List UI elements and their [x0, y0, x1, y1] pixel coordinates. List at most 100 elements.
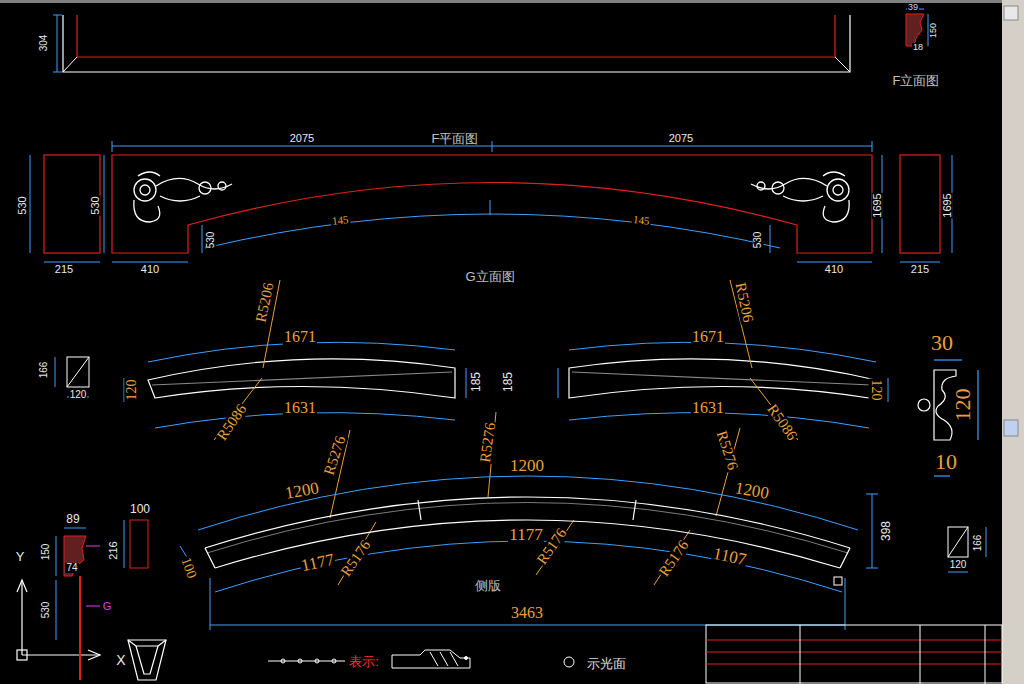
upper-arc-dimensions-part [888, 378, 889, 402]
dimension-text: 530 [41, 601, 51, 620]
dimension-text: 74 [65, 563, 78, 573]
g-elevation-dimensions-part [490, 200, 491, 215]
dimension-text: 10 [934, 451, 958, 473]
side-board-dimensions-part [866, 494, 878, 495]
window-frame-part [1004, 6, 1018, 20]
side-board-band-part [207, 503, 848, 554]
f-elevation-outline-part [835, 57, 850, 72]
carved-ornament-part [772, 182, 784, 194]
axis-icon-part [17, 580, 27, 592]
dimension-text: 215 [54, 264, 74, 275]
dimension-text: 1177 [508, 526, 543, 543]
carved-ornament [134, 172, 849, 222]
dimension-text: 215 [910, 264, 930, 275]
title-block-part [706, 640, 1002, 641]
dimension-text: 216 [107, 540, 118, 560]
g-elevation-dimensions-part [30, 155, 31, 253]
section-profile-g-part [64, 536, 86, 576]
dimension-text: F立面图 [892, 74, 941, 87]
f-elevation-outline-part [53, 72, 62, 73]
dimension-text: Y [15, 550, 26, 563]
legend-symbols-part [332, 659, 336, 663]
g-elevation-dimensions-part [202, 225, 203, 253]
dimension-text: 120 [868, 379, 882, 402]
legend-symbols-part [281, 659, 285, 663]
dimension-text: 3463 [510, 605, 544, 621]
dimension-text: 145 [631, 214, 651, 227]
f-elevation-outline-part [57, 15, 58, 72]
upper-arc-dimensions-part [466, 368, 467, 398]
dimension-text: 120 [951, 388, 973, 423]
dimension-text: R5086 [214, 400, 250, 443]
dimension-text: 1671 [283, 329, 317, 345]
side-board-dimensions [180, 476, 878, 630]
section-profile-g-part [64, 528, 86, 529]
small-sections-part [124, 520, 125, 568]
legend-symbols-part [465, 657, 468, 660]
upper-arc-dimensions-part [148, 342, 455, 362]
bracket-symbol-part [158, 640, 166, 646]
dimension-text: R5206 [732, 280, 755, 324]
axis-icon-part [22, 654, 100, 655]
side-board-band-part [840, 548, 850, 568]
dimension-text: 530 [753, 231, 763, 250]
title-block [706, 625, 1002, 684]
side-board-band-part [633, 500, 636, 520]
dimension-text: 表示: [348, 655, 380, 668]
dimension-text: 530 [206, 231, 216, 250]
side-board-band-part [205, 548, 215, 568]
title-block-part [800, 625, 801, 684]
side-board-dimensions-part [872, 494, 873, 568]
axis-icon [17, 580, 100, 660]
radius-leaders [214, 280, 798, 585]
dimension-text: 185 [502, 371, 514, 393]
moulding-profile-part [977, 370, 978, 440]
dimension-text: 1177 [299, 550, 337, 574]
section-profile-g-part [86, 546, 100, 547]
dimension-text: R5086 [764, 400, 800, 443]
dimension-text: 18 [912, 43, 924, 52]
g-elevation-dimensions [30, 141, 952, 262]
bracket-symbol-part [136, 646, 158, 674]
dimension-text: 166 [39, 361, 49, 380]
legend-symbols-part [298, 659, 302, 663]
upper-arc-dimensions-part [569, 342, 876, 362]
dimension-text: 30 [930, 332, 954, 354]
f-section-profile-part [906, 14, 924, 46]
g-elevation-dimensions-part [492, 141, 493, 152]
small-sections-part [948, 572, 968, 573]
side-board-dimensions-part [210, 578, 211, 630]
f-elevation-outline-part [63, 15, 850, 72]
dimension-text: F平面图 [431, 132, 480, 145]
g-elevation-dimensions-part [112, 262, 188, 263]
g-elevation-dimensions-part [770, 225, 771, 253]
dimension-text: 侧版 [474, 579, 502, 592]
dimension-text: R5206 [253, 280, 276, 324]
g-elevation-outline-part [112, 155, 872, 253]
upper-arc-pieces-part [152, 372, 452, 385]
dimension-text: X [115, 653, 126, 667]
window-frame-part [1002, 0, 1024, 684]
g-elevation-outline-part [44, 155, 100, 253]
dimension-text: R5276 [478, 420, 499, 464]
legend-symbols-part [268, 661, 345, 662]
legend-symbols-part [315, 659, 319, 663]
bracket-symbol [128, 640, 166, 680]
dimension-text: R5276 [321, 433, 348, 478]
axis-icon-part [88, 650, 100, 660]
carved-ornament-part [751, 178, 827, 189]
dimension-text: 100 [129, 503, 151, 515]
small-sections-part [130, 520, 148, 568]
dimension-text: 530 [89, 195, 100, 215]
side-board-dimensions-part [834, 577, 842, 585]
legend-symbols-part [440, 652, 448, 666]
small-sections-part [948, 527, 968, 557]
side-board-band-part [205, 497, 850, 548]
dimension-text: 1200 [283, 479, 321, 502]
dimension-text: 530 [16, 195, 27, 215]
carved-ornament-part [156, 178, 232, 189]
carved-ornament-part [827, 179, 849, 201]
